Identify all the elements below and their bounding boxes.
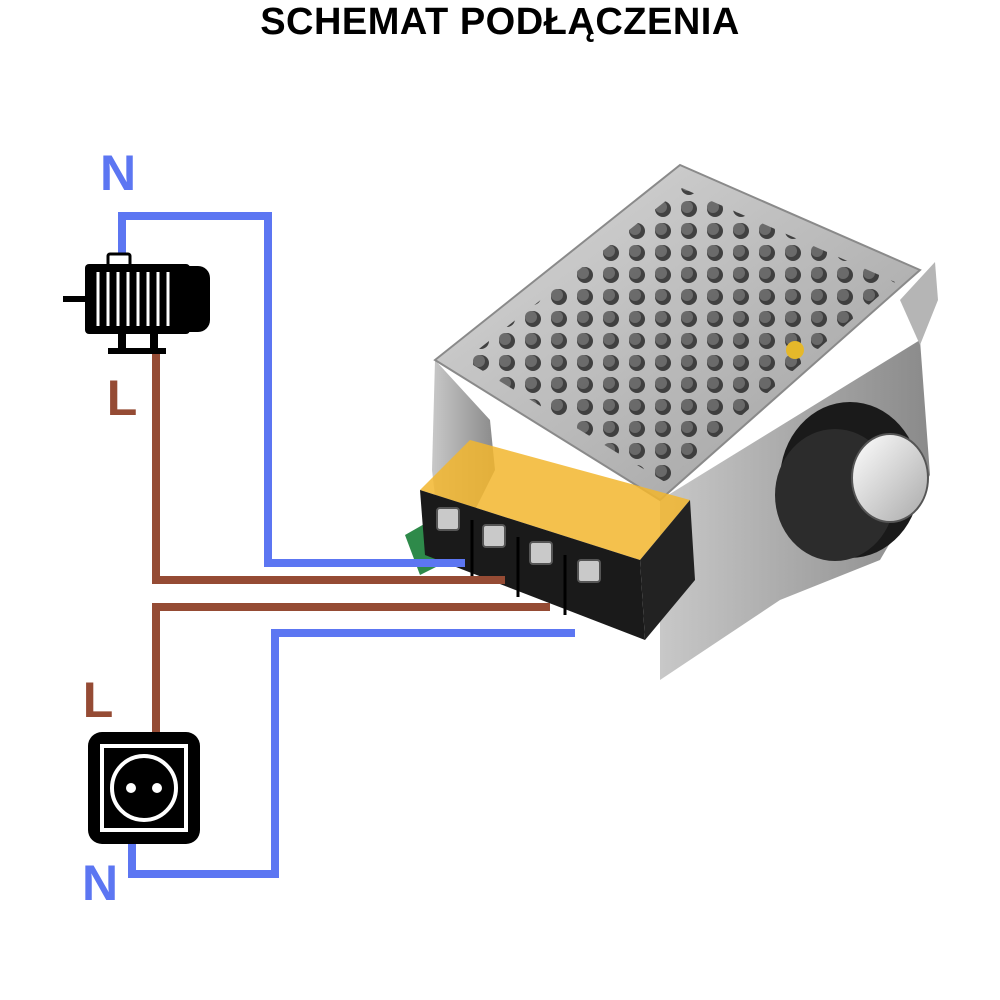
potentiometer-knob	[775, 402, 929, 561]
housing-flange	[900, 262, 938, 345]
voltage-regulator-module	[405, 163, 938, 680]
terminal-base	[420, 490, 645, 640]
terminal-block	[420, 440, 695, 640]
socket-neutral-wire	[128, 629, 575, 878]
electric-motor-icon	[63, 252, 210, 354]
socket-live-wire	[152, 603, 550, 780]
motor-live-label: L	[107, 370, 138, 426]
socket-live-label: L	[83, 672, 114, 728]
terminal-screw-1	[436, 507, 460, 531]
motor-neutral-label: N	[100, 145, 136, 201]
wires	[118, 212, 575, 878]
motor-live-wire	[152, 352, 505, 584]
ventilation-holes	[465, 188, 895, 482]
terminal-screw-2	[482, 524, 506, 548]
terminal-side	[640, 500, 695, 640]
page-title: SCHEMAT PODŁĄCZENIA	[260, 1, 740, 43]
power-socket-icon	[88, 732, 200, 844]
terminal-screw-3	[529, 541, 553, 565]
terminal-cover	[420, 440, 690, 560]
motor-neutral-wire	[118, 212, 465, 567]
terminal-screw-4	[577, 559, 601, 583]
socket-neutral-label: N	[82, 855, 118, 911]
capacitor-glimpse	[786, 341, 804, 359]
